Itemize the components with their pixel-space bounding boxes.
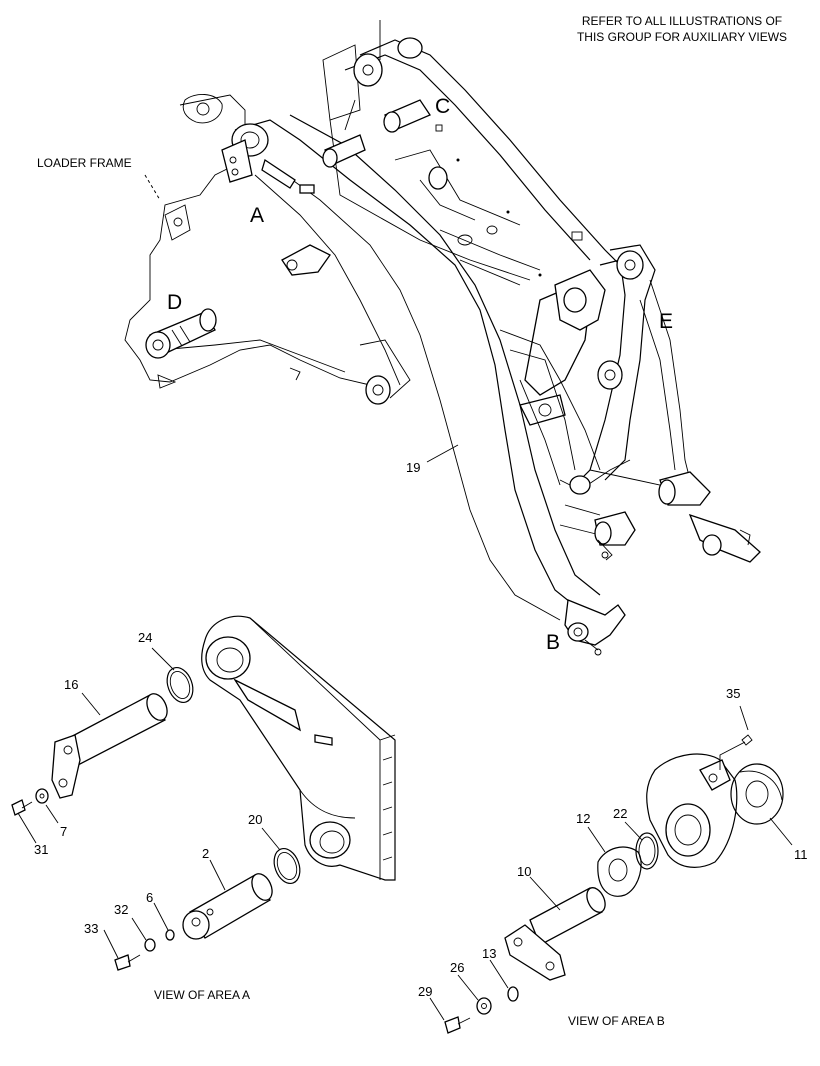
callout-26: 26 — [450, 960, 464, 975]
callout-35: 35 — [726, 686, 740, 701]
callout-24: 24 — [138, 630, 152, 645]
callout-7: 7 — [60, 824, 67, 839]
loader-frame-label: LOADER FRAME — [37, 156, 132, 170]
header-note-line-1: REFER TO ALL ILLUSTRATIONS OF — [582, 14, 782, 28]
callout-10: 10 — [517, 864, 531, 879]
leader-19 — [426, 444, 459, 463]
view-area-b — [444, 734, 784, 1034]
area-letter-c: C — [435, 95, 450, 118]
view-a-leaders — [17, 647, 281, 959]
callout-12: 12 — [576, 811, 590, 826]
view-b-leaders — [429, 705, 793, 1021]
callout-20: 20 — [248, 812, 262, 827]
area-letter-b: B — [546, 631, 560, 654]
callout-29: 29 — [418, 984, 432, 999]
callout-33: 33 — [84, 921, 98, 936]
area-letter-e: E — [659, 310, 673, 333]
callout-13: 13 — [482, 946, 496, 961]
callout-6: 6 — [146, 890, 153, 905]
area-letter-d: D — [167, 291, 182, 314]
view-area-b-caption: VIEW OF AREA B — [568, 1014, 665, 1028]
area-letter-a: A — [250, 204, 264, 227]
callout-22: 22 — [613, 806, 627, 821]
tilt-linkage-e — [499, 244, 761, 563]
callout-2: 2 — [202, 846, 209, 861]
callout-31: 31 — [34, 842, 48, 857]
lift-arm — [221, 20, 626, 621]
view-area-a — [11, 615, 396, 971]
pin-d — [145, 308, 217, 359]
callout-32: 32 — [114, 902, 128, 917]
callout-19: 19 — [406, 460, 420, 475]
callout-16: 16 — [64, 677, 78, 692]
pivot-b — [564, 599, 626, 656]
callout-11: 11 — [794, 847, 808, 862]
header-note-line-2: THIS GROUP FOR AUXILIARY VIEWS — [577, 30, 787, 44]
view-area-a-caption: VIEW OF AREA A — [154, 988, 250, 1002]
